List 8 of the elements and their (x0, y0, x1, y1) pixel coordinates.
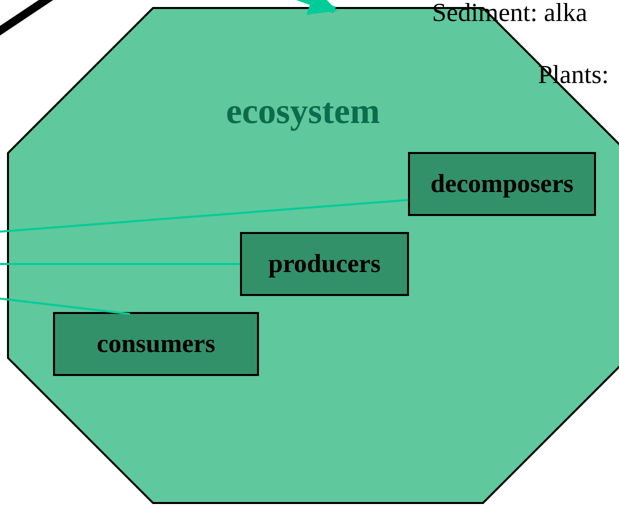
connector-line (0, 263, 240, 265)
label-box: decomposers (408, 152, 596, 216)
connector-line (0, 199, 408, 233)
ecosystem-title: ecosystem (226, 90, 380, 132)
note-text: Sediment: alka (432, 0, 588, 26)
label-box: consumers (53, 312, 259, 376)
connector-line (0, 297, 130, 315)
label-box: producers (240, 232, 409, 296)
